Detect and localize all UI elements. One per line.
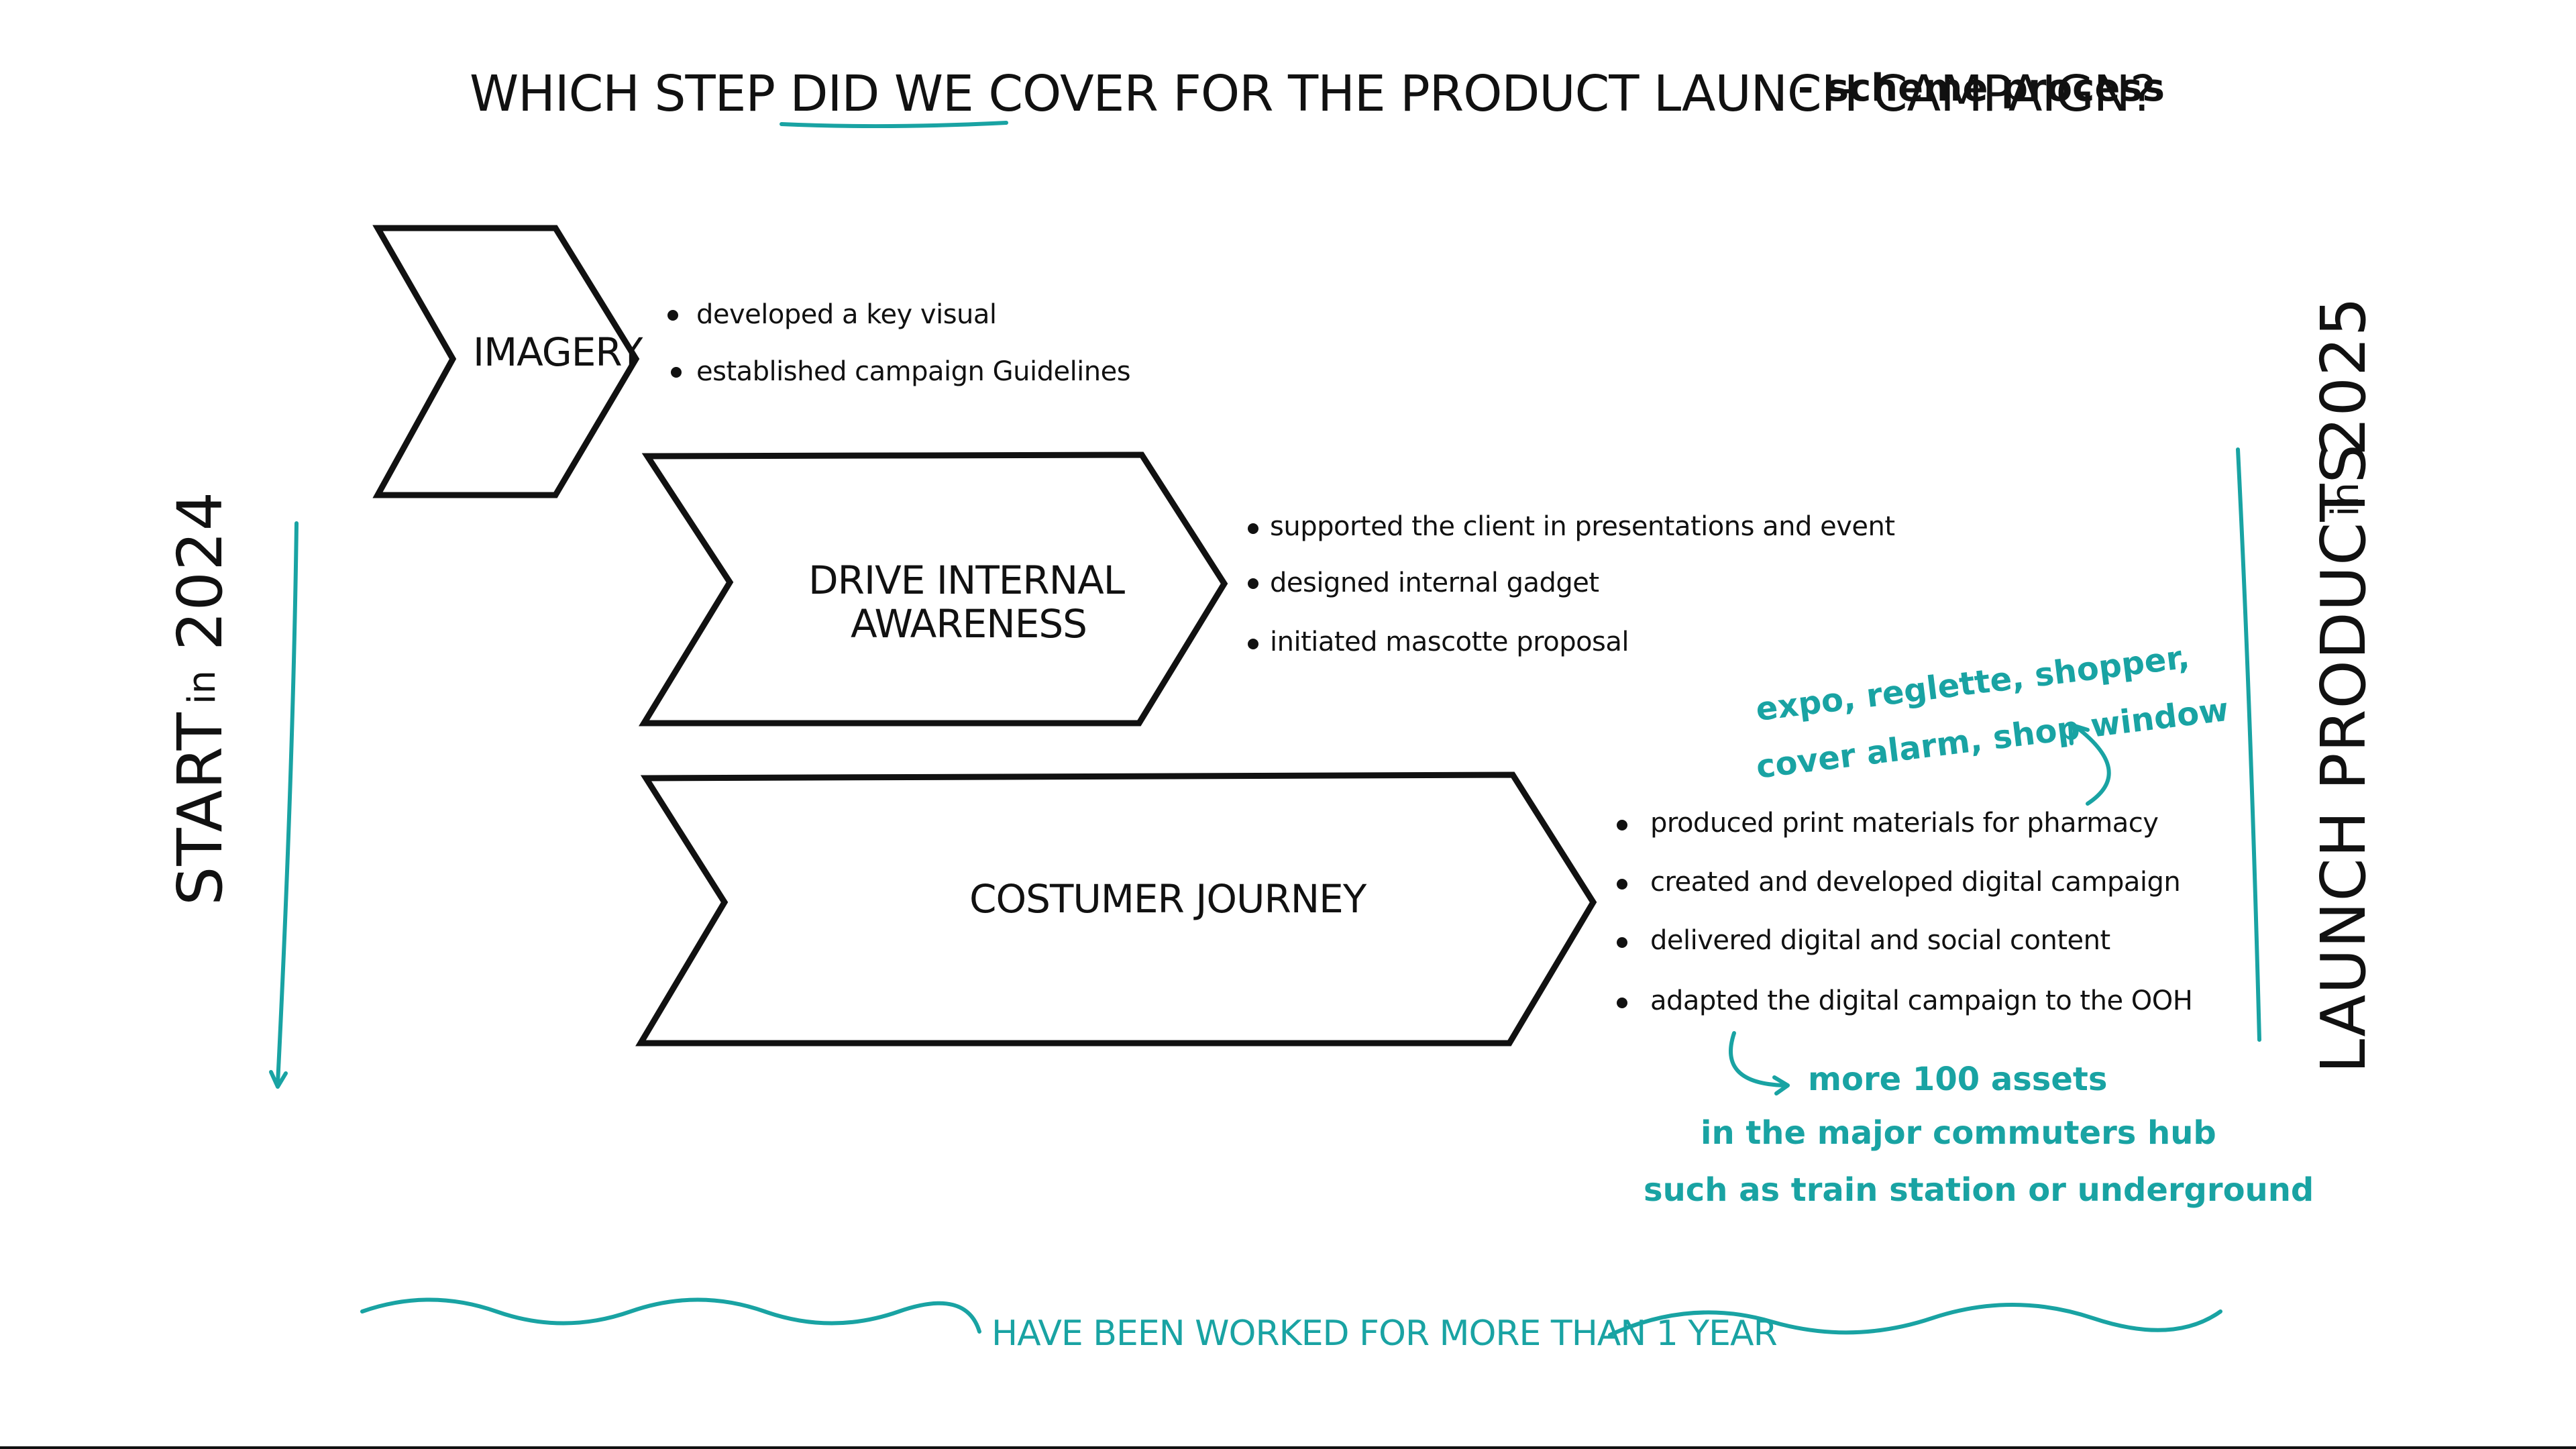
bullet-item: supported the client in presentations an… [1270, 511, 1895, 542]
note-ooh-assets: more 100 assets in the major commuters h… [1644, 1061, 2314, 1209]
bullet-dot [667, 310, 678, 321]
bullets-drive-internal-awareness: supported the client in presentations an… [1248, 511, 1895, 657]
bullet-item: created and developed digital campaign [1650, 867, 2180, 898]
page-title: WHICH STEP DID WE COVER FOR THE PRODUCT … [470, 65, 2155, 123]
bullet-item: delivered digital and social content [1650, 925, 2110, 956]
bullets-costumer-journey: produced print materials for pharmacy cr… [1617, 808, 2193, 1016]
note-line: such as train station or underground [1644, 1171, 2314, 1209]
step-label-line-1: DRIVE INTERNAL [808, 557, 1125, 603]
start-label-group: START in 2024 [164, 491, 236, 906]
note-print-arrow [2068, 722, 2111, 806]
bullet-item: established campaign Guidelines [696, 356, 1130, 387]
bullet-item: produced print materials for pharmacy [1650, 808, 2158, 839]
bullet-dot [1617, 937, 1627, 948]
step-costumer-journey: COSTUMER JOURNEY [635, 771, 1597, 1046]
title-group: WHICH STEP DID WE COVER FOR THE PRODUCT … [470, 65, 2165, 129]
step-label: COSTUMER JOURNEY [969, 876, 1367, 922]
bullet-item: designed internal gadget [1270, 568, 1599, 598]
start-connector: in [180, 670, 224, 704]
launch-year: 2025 [2308, 297, 2379, 456]
step-label: IMAGERY [473, 329, 643, 375]
bullet-dot [1617, 998, 1627, 1008]
bullet-dot [1617, 879, 1627, 890]
timeline-line-right [2236, 447, 2261, 1042]
bullets-imagery: developed a key visual established campa… [667, 299, 1131, 387]
step-drive-internal-awareness: DRIVE INTERNAL AWARENESS [638, 451, 1228, 727]
step-chevron [372, 225, 640, 498]
title-before: WHICH STEP DID [470, 65, 894, 123]
launch-label-group: LAUNCH PRODUCTS in 2025 [2308, 297, 2379, 1073]
page-bottom-border [0, 1446, 2576, 1449]
note-print-materials: expo, reglette, shopper, cover alarm, sh… [1754, 638, 2231, 786]
bullet-item: initiated mascotte proposal [1270, 627, 1629, 657]
note-ooh-arrow [1729, 1031, 1790, 1095]
title-highlight: WE COVER [894, 65, 1158, 123]
note-line: in the major commuters hub [1701, 1114, 2216, 1152]
bullet-dot [1248, 523, 1258, 534]
start-year: 2024 [164, 491, 236, 651]
bullet-item: adapted the digital campaign to the OOH [1650, 985, 2192, 1016]
footer-wave-left [360, 1297, 981, 1334]
start-word: START [164, 712, 236, 906]
title-highlight-underline [780, 121, 1008, 129]
step-label-line-2: AWARENESS [851, 601, 1087, 647]
bullet-item: developed a key visual [696, 299, 997, 330]
timeline-arrow-down [269, 521, 299, 1089]
note-line: more 100 assets [1808, 1061, 2107, 1098]
footer-wave-right [1608, 1303, 2222, 1337]
step-chevron [635, 771, 1597, 1046]
step-imagery: IMAGERY [372, 225, 644, 498]
launch-word: LAUNCH PRODUCTS [2308, 443, 2379, 1073]
title-after: FOR THE PRODUCT LAUNCH CAMPAIGN? [1158, 65, 2156, 123]
bullet-dot [1248, 639, 1258, 649]
footer-timeline: HAVE BEEN WORKED FOR MORE THAN 1 YEAR [360, 1297, 2222, 1354]
bullet-dot [1617, 820, 1627, 830]
bullet-dot [1248, 578, 1258, 589]
bullet-dot [671, 367, 682, 378]
launch-connector: in [2324, 482, 2367, 517]
page-subtitle: - scheme process [1798, 66, 2165, 110]
step-chevron [638, 451, 1228, 727]
